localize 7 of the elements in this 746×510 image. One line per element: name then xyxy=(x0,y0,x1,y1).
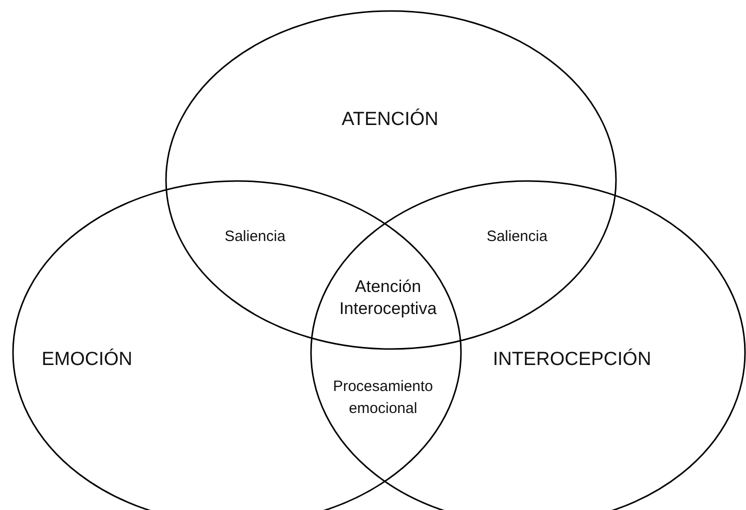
set-label: EMOCIÓN xyxy=(42,349,132,371)
region-label: Saliencia xyxy=(486,227,548,247)
region-label: Saliencia xyxy=(224,227,286,247)
region-label: Procesamiento emocional xyxy=(332,377,434,419)
region-label: Atención Interoceptiva xyxy=(338,276,438,320)
set-label: ATENCIÓN xyxy=(342,109,438,131)
set-label: INTEROCEPCIÓN xyxy=(492,349,652,371)
